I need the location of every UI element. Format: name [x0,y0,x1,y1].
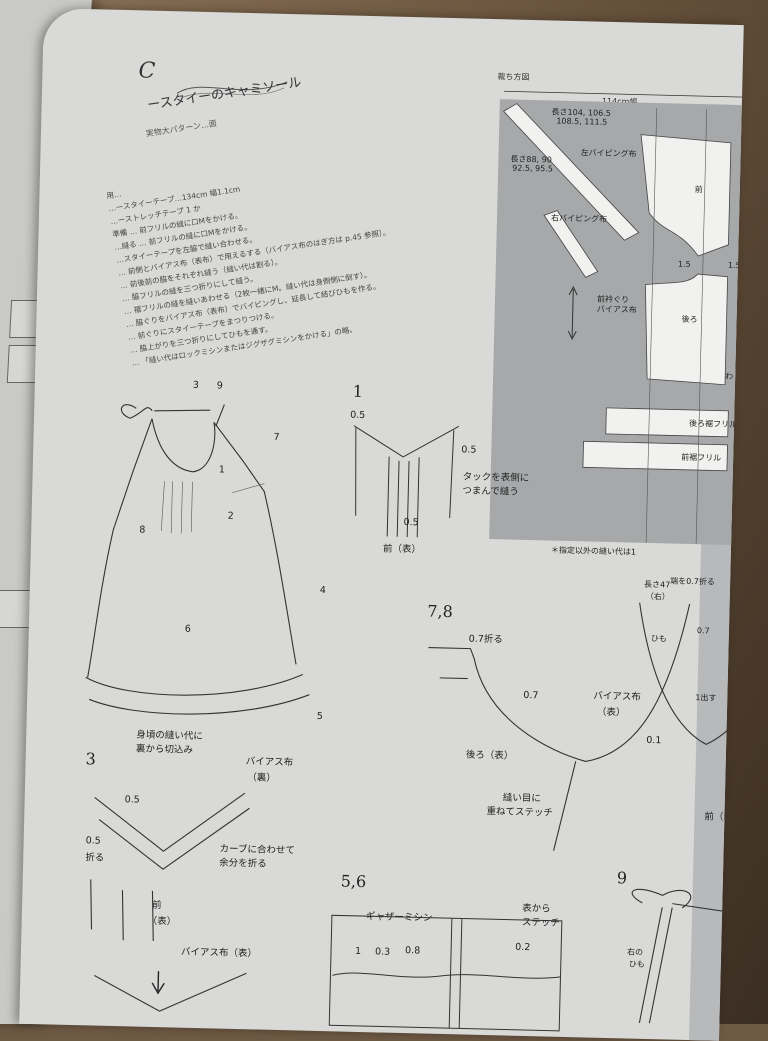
back-piece-label: 後ろ [681,314,698,325]
tie-label: ひも [628,959,645,969]
stitch-note: 重ねてステッチ [486,806,554,819]
step-number: 1 [352,381,364,401]
front-label: 前 [151,899,162,912]
measure-label: 1 [354,945,362,958]
fold-label: 折る [85,852,105,864]
callout-number: 1 [218,464,225,476]
front-label: 前（表） [382,543,422,556]
callout-number: 7 [273,431,280,443]
front-frill-label: 前裾フリル [681,452,722,463]
pattern-book-page: C ースタイーのキャミソール 実物大パターン…面 用… …ースタイーテープ…13… [19,8,744,1041]
tie-label: ひも [650,634,667,644]
tuck-note: つまんで縫う [462,485,519,498]
piping-label: 右バイピング布 [550,213,608,224]
callout-number: 2 [227,510,234,522]
bias-label: バイアス布 [593,690,641,703]
measure-label: 0.7 [523,689,539,702]
length-label: 長さ47 [643,579,671,590]
callout-number: 9 [216,380,223,392]
step-number: 3 [85,749,97,769]
fold-note: 0.7折る [468,633,503,646]
measure-label: 0.5 [350,409,366,421]
measure-label: 0.5 [85,835,101,847]
title-ornament [176,81,288,98]
callout-number: 6 [184,623,192,635]
bias-side-label: （表） [596,706,626,719]
length-label: 108.5, 111.5 [556,116,608,127]
bias-label: バイアス布 [245,756,294,769]
front-label: （表） [147,915,177,928]
back-frill-label: 後ろ裾フリル [688,418,738,430]
curve-note: 余分を折る [219,857,267,870]
side-label: （右） [645,591,670,602]
diagram-artwork [85,90,744,1032]
protrude-note: 1出す [695,693,717,703]
stitch-note: ステッチ [521,916,560,929]
measure-label: 0.5 [403,516,419,529]
measure-label: 0.3 [374,946,391,958]
callout-number: 4 [319,584,327,597]
callout-number: 5 [316,710,323,723]
bias-side-label: （裏） [247,772,276,784]
bias-label: バイアス布 [596,304,637,315]
step-number: 7,8 [427,601,454,622]
gather-label: ギャザーミシン [365,911,433,924]
fold-note: 端を0.7折る [670,576,716,587]
measure-label: 0.7 [696,626,710,636]
seam-allowance-note: ＊指定以外の縫い代は1 [550,545,637,557]
piping-label: 左バイピング布 [580,148,637,159]
bias-label: バイアス布（表） [180,946,258,960]
step-number: 9 [616,868,628,888]
step-number: 5,6 [340,871,367,892]
stitch-note: 縫い目に [502,792,541,805]
stitch-note: 表から [522,902,551,915]
front-piece-label: 前 [694,184,703,195]
back-label: 後ろ（表） [465,749,514,762]
callout-number: 3 [192,379,200,391]
measure-label: 0.2 [515,941,531,954]
measure-label: 0.8 [404,945,421,957]
measure-label: 0.5 [124,794,140,806]
notch-note: 裏から切込み [135,743,194,756]
measure-label: 0.5 [461,444,477,456]
tie-label: 右の [626,947,644,957]
callout-number: 8 [139,524,146,536]
fold-label: わ [725,371,734,381]
allowance-label: 1.5 [677,259,691,269]
length-label: 92.5, 95.5 [512,163,554,174]
measure-label: 0.1 [646,734,662,747]
